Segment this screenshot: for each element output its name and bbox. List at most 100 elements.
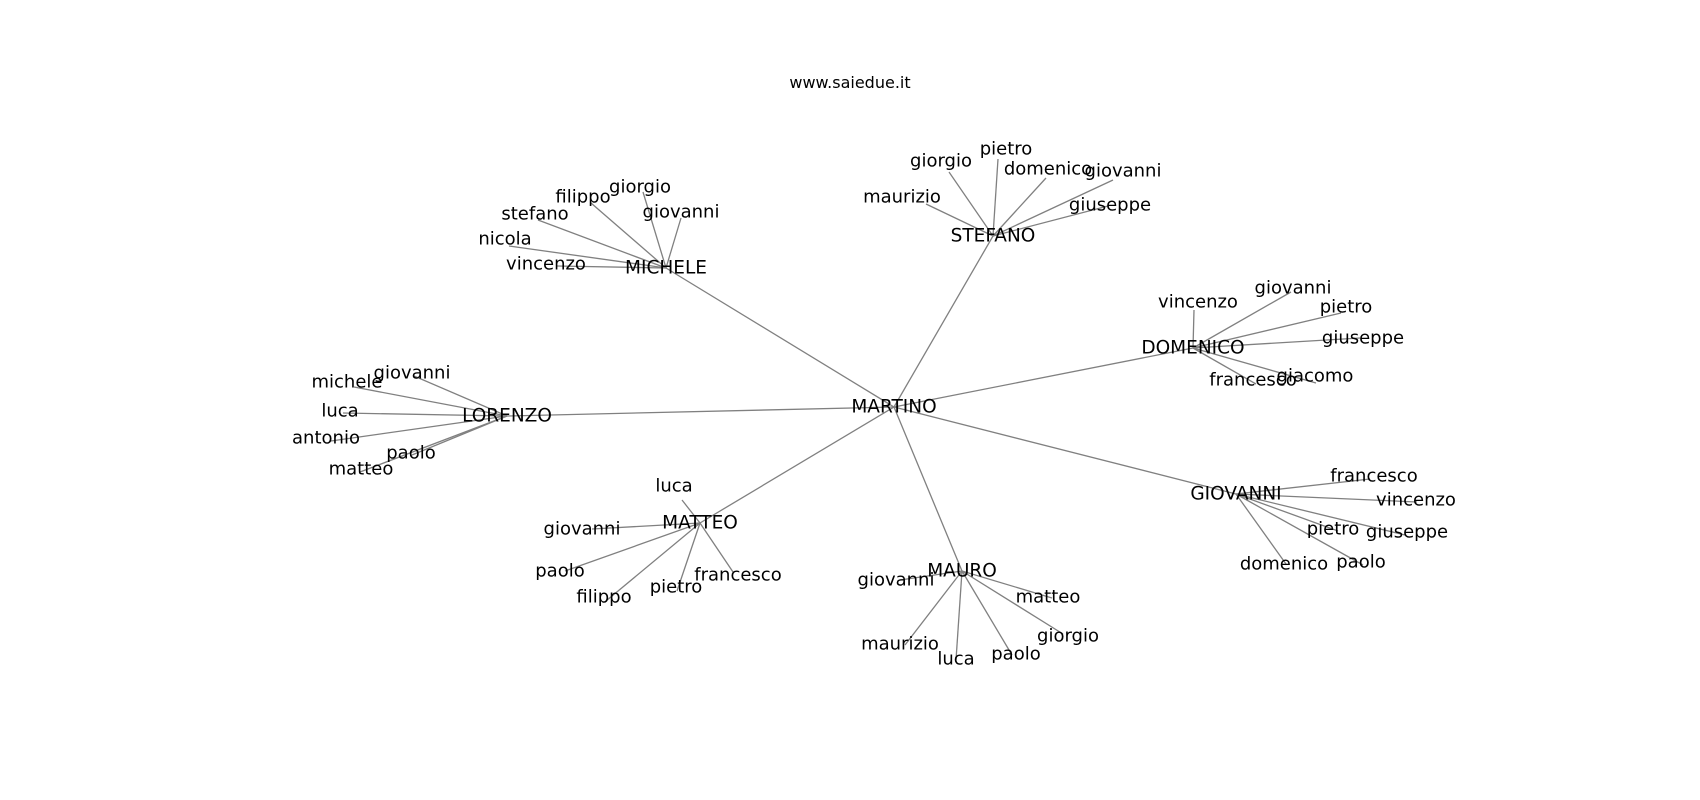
leaf-node-domenico-vincenzo: vincenzo: [1158, 292, 1238, 313]
leaf-node-michele-filippo: filippo: [555, 187, 610, 208]
edge-lorenzo-giovanni: [413, 375, 508, 417]
leaf-node-domenico-giuseppe: giuseppe: [1322, 328, 1404, 349]
leaf-node-lorenzo-paolo: paolo: [386, 443, 435, 464]
leaf-node-giovanni-pietro: pietro: [1307, 519, 1360, 540]
edge-giovanni-domenico: [1235, 493, 1287, 565]
leaf-node-matteo-giovanni: giovanni: [544, 519, 621, 540]
leaf-node-lorenzo-giovanni: giovanni: [374, 363, 451, 384]
edge-stefano-giovanni: [992, 179, 1114, 237]
leaf-node-stefano-pietro: pietro: [980, 139, 1033, 160]
edge-stefano-giuseppe: [992, 205, 1109, 237]
leaf-node-michele-nicola: nicola: [478, 229, 531, 250]
leaf-node-matteo-paolo: paolo: [535, 561, 584, 582]
edge-giovanni-francesco: [1235, 478, 1371, 495]
leaf-node-mauro-maurizio: maurizio: [861, 634, 939, 655]
edge-matteo-francesco: [699, 522, 734, 573]
hub-node-matteo: MATTEO: [662, 513, 738, 534]
leaf-node-michele-giovanni: giovanni: [643, 202, 720, 223]
leaf-node-matteo-francesco: francesco: [694, 565, 781, 586]
edge-domenico-giacomo: [1192, 347, 1317, 384]
edge-michele-vincenzo: [556, 265, 667, 269]
leaf-node-michele-giorgio: giorgio: [609, 177, 671, 198]
leaf-node-domenico-giovanni: giovanni: [1255, 278, 1332, 299]
edge-michele-giovanni: [665, 217, 682, 269]
leaf-node-mauro-giorgio: giorgio: [1037, 626, 1099, 647]
leaf-node-mauro-giovanni: giovanni: [858, 570, 935, 591]
edge-lorenzo-luca: [342, 412, 508, 417]
edge-giovanni-paolo: [1235, 493, 1364, 566]
edge-michele-stefano: [537, 219, 667, 269]
edge-mauro-maurizio: [904, 570, 963, 646]
edge-lorenzo-michele: [353, 386, 508, 417]
leaf-node-giovanni-paolo: paolo: [1336, 552, 1385, 573]
edge-matteo-paolo: [564, 522, 701, 572]
edges-layer: [330, 158, 1418, 661]
leaf-node-domenico-giacomo: giacomo: [1277, 366, 1354, 387]
edge-giovanni-pietro: [1235, 493, 1339, 532]
edge-center-stefano: [893, 235, 994, 408]
labels-layer: MARTINOSTEFANOgiorgiopietrodomenicogiova…: [292, 139, 1456, 670]
leaf-node-stefano-giorgio: giorgio: [910, 151, 972, 172]
leaf-node-giovanni-francesco: francesco: [1330, 466, 1417, 487]
hub-node-michele: MICHELE: [625, 258, 707, 279]
edge-matteo-luca: [681, 499, 701, 524]
edge-giovanni-giuseppe: [1235, 493, 1406, 536]
leaf-node-michele-stefano: stefano: [501, 204, 568, 225]
hub-node-mauro: MAURO: [927, 561, 997, 582]
hub-node-giovanni: GIOVANNI: [1190, 484, 1281, 505]
hub-node-stefano: STEFANO: [951, 226, 1036, 247]
edge-matteo-giovanni: [591, 522, 701, 530]
edge-stefano-domenico: [992, 177, 1047, 237]
hub-node-lorenzo: LORENZO: [462, 406, 552, 427]
leaf-node-lorenzo-michele: michele: [312, 372, 383, 393]
edge-stefano-maurizio: [925, 203, 994, 237]
edge-mauro-paolo: [961, 570, 1013, 656]
center-node-label: MARTINO: [851, 397, 936, 418]
edge-mauro-luca: [955, 570, 963, 661]
leaf-node-matteo-luca: luca: [655, 476, 692, 497]
leaf-node-stefano-giuseppe: giuseppe: [1069, 195, 1151, 216]
edge-lorenzo-matteo: [359, 415, 508, 473]
edge-domenico-giuseppe: [1192, 337, 1361, 349]
edge-michele-nicola: [508, 245, 667, 269]
leaf-node-domenico-pietro: pietro: [1320, 297, 1373, 318]
hub-node-domenico: DOMENICO: [1141, 338, 1244, 359]
leaf-node-michele-vincenzo: vincenzo: [506, 254, 586, 275]
edge-giovanni-vincenzo: [1235, 493, 1418, 503]
edge-stefano-giorgio: [948, 171, 994, 237]
leaf-node-matteo-pietro: pietro: [650, 577, 703, 598]
edge-matteo-pietro: [676, 522, 701, 592]
leaf-node-stefano-domenico: domenico: [1004, 159, 1092, 180]
leaf-node-giovanni-domenico: domenico: [1240, 554, 1328, 575]
edge-center-mauro: [893, 406, 963, 572]
leaf-node-lorenzo-matteo: matteo: [329, 459, 394, 480]
edge-lorenzo-antonio: [330, 415, 508, 442]
leaf-node-mauro-paolo: paolo: [991, 644, 1040, 665]
edge-center-michele: [665, 267, 895, 408]
edge-mauro-matteo: [961, 570, 1053, 599]
edge-center-giovanni: [893, 406, 1237, 495]
edge-stefano-pietro: [992, 158, 999, 237]
leaf-node-lorenzo-antonio: antonio: [292, 428, 360, 449]
edge-matteo-filippo: [605, 522, 701, 602]
edge-michele-giorgio: [642, 191, 667, 269]
edge-mauro-giorgio: [961, 570, 1064, 635]
graph-title: www.saiedue.it: [789, 73, 910, 92]
edge-center-lorenzo: [506, 406, 895, 417]
edge-domenico-giovanni: [1192, 291, 1292, 349]
leaf-node-mauro-luca: luca: [937, 649, 974, 670]
edge-michele-filippo: [590, 202, 667, 269]
leaf-node-domenico-francesco: francesco: [1209, 370, 1296, 391]
leaf-node-matteo-filippo: filippo: [576, 587, 631, 608]
leaf-node-lorenzo-luca: luca: [321, 401, 358, 422]
leaf-node-mauro-matteo: matteo: [1016, 587, 1081, 608]
edge-mauro-giovanni: [899, 570, 963, 581]
leaf-node-giovanni-vincenzo: vincenzo: [1376, 490, 1456, 511]
leaf-node-stefano-maurizio: maurizio: [863, 187, 941, 208]
edge-domenico-francesco: [1192, 347, 1257, 385]
edge-center-domenico: [893, 347, 1194, 408]
edge-domenico-pietro: [1192, 312, 1342, 349]
edge-center-matteo: [699, 406, 895, 524]
